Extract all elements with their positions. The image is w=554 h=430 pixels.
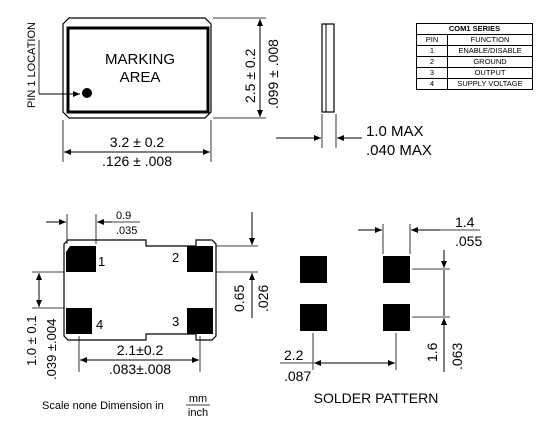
pad-number-2: 2 xyxy=(172,250,179,265)
solder-pattern-title: SOLDER PATTERN xyxy=(314,390,439,406)
marking-text-2: AREA xyxy=(120,69,161,86)
table-cell-pin: 1 xyxy=(416,45,448,57)
solder-pad-bottom-left xyxy=(300,304,327,331)
solder-pad-top-left xyxy=(300,256,327,283)
pitch-h-mm: 2.1±0.2 xyxy=(117,342,164,358)
solder-pitch-in: .063 xyxy=(449,343,465,370)
solder-pitch-mm: 1.6 xyxy=(424,342,440,362)
solder-gap-mm: 2.2 xyxy=(284,347,304,363)
pin1-location-label: PIN 1 LOCATION xyxy=(26,22,38,108)
table-title: COM1 SERIES xyxy=(416,23,533,35)
pad-width-in: .035 xyxy=(116,225,137,237)
table-header-row: PIN FUNCTION xyxy=(416,34,533,46)
bottom-package-outline xyxy=(63,239,217,341)
solder-width-in: .055 xyxy=(455,233,482,249)
solder-width-mm: 1.4 xyxy=(455,214,475,230)
pad-width-mm: 0.9 xyxy=(116,210,131,222)
unit-mm: mm xyxy=(189,393,207,405)
thickness-in: .040 MAX xyxy=(366,142,432,159)
side-view: 1.0 MAX .040 MAX xyxy=(276,23,432,159)
top-package-outline xyxy=(62,17,212,119)
bottom-pad-1 xyxy=(66,246,96,272)
width-in: .126 ± .008 xyxy=(102,153,172,169)
thickness-mm: 1.0 MAX xyxy=(366,123,424,140)
bottom-view: 1 2 3 4 0.9 .035 0.65 .026 1.0 ± 0.1 .03… xyxy=(24,210,271,380)
solder-pad-bottom-right xyxy=(383,304,410,331)
pitch-h-in: .083±.008 xyxy=(109,361,171,377)
marking-text-1: MARKING xyxy=(105,51,175,68)
pitch-v-mm: 1.0 ± 0.1 xyxy=(24,315,39,366)
solder-pattern: 1.4 .055 1.6 .063 2.2 .087 SOLDER PATTER… xyxy=(280,214,482,406)
side-body xyxy=(321,23,335,113)
pad-number-3: 3 xyxy=(172,314,179,329)
bottom-pad-3 xyxy=(187,308,213,334)
top-lid-outline xyxy=(66,26,210,114)
table-row: 4 SUPPLY VOLTAGE xyxy=(416,78,533,90)
table-header-function: FUNCTION xyxy=(447,34,533,46)
width-mm: 3.2 ± 0.2 xyxy=(110,134,165,150)
solder-pad-top-right xyxy=(383,256,410,283)
bottom-pad-2 xyxy=(187,246,213,272)
table-row: 3 OUTPUT xyxy=(416,67,533,79)
table-cell-pin: 3 xyxy=(416,67,448,79)
bottom-pad-4 xyxy=(66,308,92,334)
table-cell-function: OUTPUT xyxy=(447,67,533,79)
pin-function-table: COM1 SERIES PIN FUNCTION 1 ENABLE/DISABL… xyxy=(416,23,533,90)
pad-height-mm: 0.65 xyxy=(231,285,247,312)
table-row: 1 ENABLE/DISABLE xyxy=(416,45,533,57)
solder-gap-in: .087 xyxy=(284,368,311,384)
table-row: 2 GROUND xyxy=(416,56,533,68)
footer-scale-note: Scale none Dimension in mm inch xyxy=(42,393,210,419)
pitch-v-in: .039 ±.004 xyxy=(44,319,59,380)
height-mm: 2.5 ± 0.2 xyxy=(242,48,258,103)
table-cell-function: ENABLE/DISABLE xyxy=(447,45,533,57)
unit-inch: inch xyxy=(188,407,208,419)
pin1-dot xyxy=(82,88,92,98)
pad-height-in: .026 xyxy=(255,285,271,312)
table-cell-function: SUPPLY VOLTAGE xyxy=(447,78,533,90)
pad-number-4: 4 xyxy=(96,317,103,332)
table-header-pin: PIN xyxy=(416,34,448,46)
scale-text: Scale none Dimension in xyxy=(42,400,164,412)
height-in: .099 ± .008 xyxy=(265,39,281,109)
pad-number-1: 1 xyxy=(98,254,105,269)
table-cell-pin: 4 xyxy=(416,78,448,90)
table-cell-pin: 2 xyxy=(416,56,448,68)
table-cell-function: GROUND xyxy=(447,56,533,68)
top-view: MARKING AREA PIN 1 LOCATION 3.2 ± 0.2 .1… xyxy=(26,17,281,169)
table-title-row: COM1 SERIES xyxy=(416,23,533,35)
